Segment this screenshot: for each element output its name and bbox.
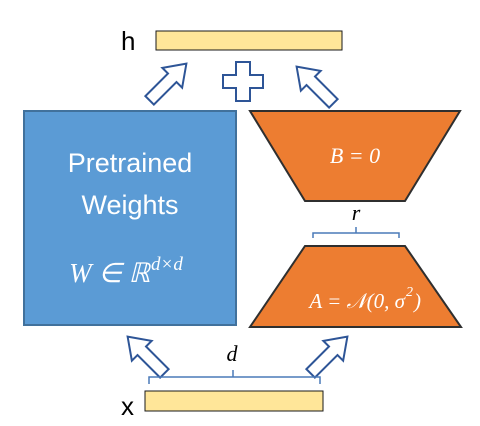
dimension-brace bbox=[148, 370, 321, 384]
lora-b-matrix bbox=[248, 110, 462, 202]
arrow-up-right-icon bbox=[304, 335, 349, 380]
rank-label: r bbox=[352, 200, 361, 225]
arrow-up-left-icon bbox=[126, 335, 171, 380]
pretrained-formula: W ∈ ℝ bbox=[69, 258, 152, 288]
output-label: h bbox=[121, 26, 135, 56]
lora-a-label-exponent: 2 bbox=[406, 285, 413, 300]
output-bar bbox=[155, 30, 343, 51]
pretrained-title-line2: Weights bbox=[81, 190, 178, 220]
pretrained-title-line1: Pretrained bbox=[68, 148, 193, 178]
plus-icon bbox=[222, 61, 264, 102]
lora-a-label-close: ) bbox=[413, 289, 421, 313]
pretrained-weights-block bbox=[23, 110, 237, 326]
rank-brace bbox=[312, 227, 400, 238]
arrow-up-right-icon bbox=[143, 62, 188, 107]
input-bar bbox=[144, 390, 324, 412]
pretrained-formula-exponent: d×d bbox=[151, 254, 183, 275]
lora-a-matrix bbox=[248, 245, 463, 328]
dimension-label: d bbox=[227, 341, 239, 366]
arrow-up-left-icon bbox=[295, 65, 340, 110]
lora-a-label: A = 𝒩(0, σ bbox=[307, 289, 406, 313]
lora-b-label: B = 0 bbox=[330, 143, 380, 168]
input-label: x bbox=[121, 391, 134, 421]
